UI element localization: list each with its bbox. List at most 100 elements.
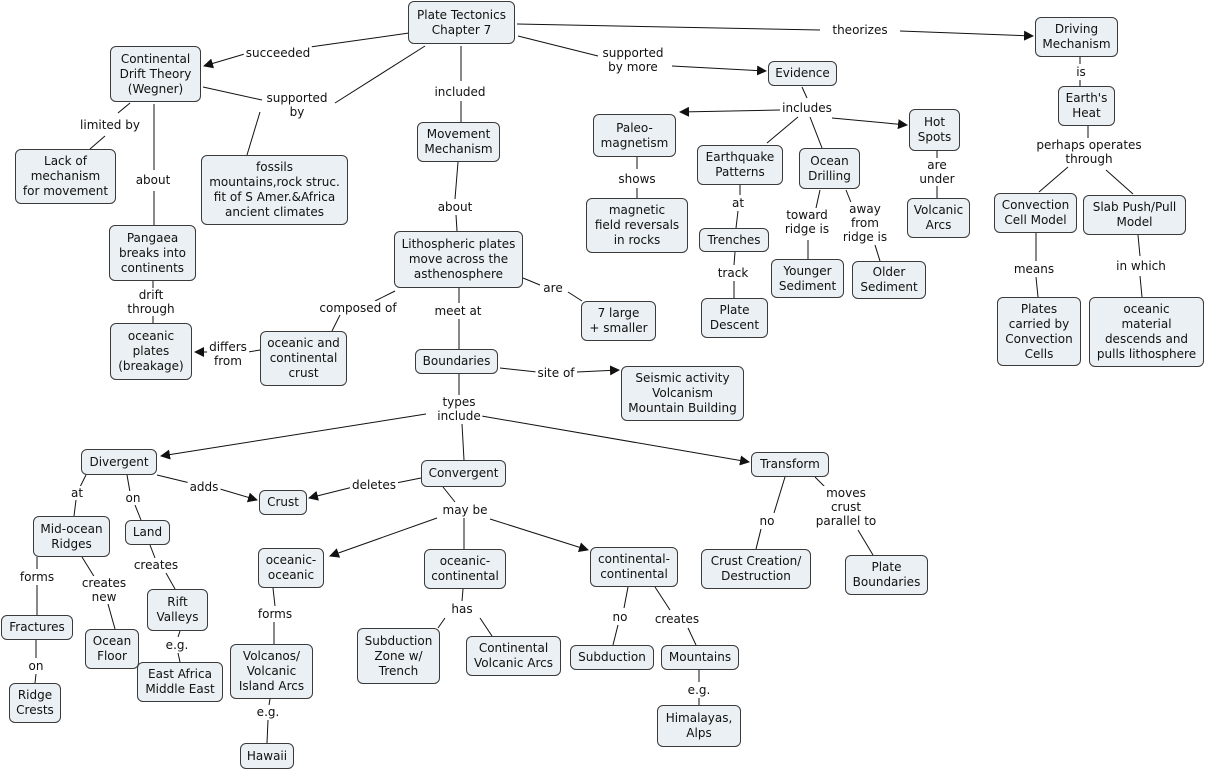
node-magnetic-field[interactable]: magnetic field reversals in rocks — [586, 198, 688, 253]
connector-line — [499, 367, 538, 373]
connector-line — [454, 161, 459, 200]
node-ocean-floor[interactable]: Ocean Floor — [85, 629, 139, 669]
node-ocean-drilling[interactable]: Ocean Drilling — [799, 148, 860, 189]
connector-line — [517, 35, 599, 57]
connector-line — [81, 556, 96, 579]
connector-line — [134, 504, 142, 521]
connector-line — [516, 23, 821, 31]
link-forms-fractures: forms — [17, 570, 57, 584]
node-trenches[interactable]: Trenches — [699, 228, 769, 252]
node-plate-boundaries[interactable]: Plate Boundaries — [845, 555, 928, 595]
node-lithospheric-plates[interactable]: Lithospheric plates move across the asth… — [394, 231, 523, 288]
connector-line — [89, 135, 106, 150]
node-oceanic-continental-crust[interactable]: oceanic and continental crust — [260, 331, 347, 386]
connector-line — [34, 673, 37, 684]
node-volcanic-arcs-hotspot[interactable]: Volcanic Arcs — [907, 198, 970, 238]
node-younger-sediment[interactable]: Younger Sediment — [771, 259, 844, 298]
link-includes: includes — [780, 101, 834, 115]
node-paleomagnetism[interactable]: Paleo- magnetism — [593, 114, 676, 157]
node-transform[interactable]: Transform — [751, 452, 829, 477]
node-mountains[interactable]: Mountains — [661, 645, 739, 670]
node-subduction-zone[interactable]: Subduction Zone w/ Trench — [357, 628, 440, 684]
link-means: means — [1011, 262, 1057, 276]
connector-line — [1038, 166, 1069, 193]
link-supported-by: supported by — [264, 91, 330, 119]
node-crust[interactable]: Crust — [259, 490, 307, 515]
node-seven-large[interactable]: 7 large + smaller — [581, 301, 656, 341]
node-himalayas[interactable]: Himalayas, Alps — [657, 705, 741, 747]
node-rift-valleys[interactable]: Rift Valleys — [147, 589, 208, 631]
connector-line — [107, 603, 116, 630]
link-deletes: deletes — [349, 478, 399, 492]
node-earthquake-patterns[interactable]: Earthquake Patterns — [697, 145, 783, 185]
connector-line — [73, 499, 77, 517]
node-pangaea[interactable]: Pangaea breaks into continents — [109, 225, 196, 281]
node-boundaries[interactable]: Boundaries — [415, 349, 498, 374]
link-on-land: on — [123, 491, 143, 505]
link-meet-at: meet at — [432, 304, 484, 318]
connector-line — [219, 488, 258, 503]
node-slab-push-pull[interactable]: Slab Push/Pull Model — [1083, 195, 1186, 235]
node-mid-ocean-ridges[interactable]: Mid-ocean Ridges — [33, 516, 110, 557]
node-seismic-activity[interactable]: Seismic activity Volcanism Mountain Buil… — [621, 366, 744, 421]
connector-line — [671, 65, 767, 76]
node-land[interactable]: Land — [125, 520, 170, 545]
node-convection-cell[interactable]: Convection Cell Model — [994, 193, 1077, 233]
connector-line — [857, 529, 874, 556]
link-types-include: types include — [435, 395, 483, 423]
node-oceanic-plates[interactable]: oceanic plates (breakage) — [110, 323, 192, 380]
connector-line — [329, 517, 438, 558]
node-divergent[interactable]: Divergent — [81, 449, 157, 475]
connector-line — [576, 365, 620, 376]
connector-line — [202, 86, 263, 101]
node-crust-creation[interactable]: Crust Creation/ Destruction — [701, 549, 811, 589]
node-oceanic-oceanic[interactable]: oceanic- oceanic — [258, 548, 324, 588]
node-earths-heat[interactable]: Earth's Heat — [1058, 86, 1115, 126]
node-hot-spots[interactable]: Hot Spots — [909, 109, 960, 151]
link-is: is — [1074, 65, 1088, 79]
connector-line — [177, 652, 181, 663]
link-eg-rift: e.g. — [163, 638, 191, 652]
node-continental-volcanic-arcs[interactable]: Continental Volcanic Arcs — [466, 636, 561, 676]
node-lack-of-mechanism[interactable]: Lack of mechanism for movement — [15, 149, 116, 204]
node-oceanic-material[interactable]: oceanic material descends and pulls lith… — [1089, 297, 1204, 367]
node-older-sediment[interactable]: Older Sediment — [852, 261, 926, 299]
node-plate-descent[interactable]: Plate Descent — [701, 298, 768, 338]
connector-line — [831, 117, 908, 130]
connector-line — [247, 349, 261, 353]
connector-line — [623, 586, 629, 609]
link-track: track — [715, 266, 751, 280]
connector-line — [272, 587, 276, 607]
node-plate-tectonics[interactable]: Plate Tectonics Chapter 7 — [408, 1, 515, 44]
node-east-africa[interactable]: East Africa Middle East — [137, 662, 223, 702]
connector-line — [773, 476, 786, 514]
node-volcanos-island-arcs[interactable]: Volcanos/ Volcanic Island Arcs — [230, 644, 313, 699]
link-at-trenches: at — [729, 196, 747, 210]
link-toward-ridge: toward ridge is — [782, 208, 832, 236]
connector-line — [654, 586, 671, 611]
node-movement-mechanism[interactable]: Movement Mechanism — [417, 122, 500, 162]
node-convergent[interactable]: Convergent — [421, 460, 506, 487]
node-continental-continental[interactable]: continental- continental — [590, 547, 678, 587]
link-limited-by: limited by — [78, 118, 142, 132]
link-forms-volcanos: forms — [255, 607, 295, 621]
node-fractures[interactable]: Fractures — [1, 615, 73, 640]
node-evidence[interactable]: Evidence — [768, 61, 837, 86]
connector-line — [160, 413, 427, 460]
node-plates-carried[interactable]: Plates carried by Convection Cells — [997, 297, 1081, 366]
connector-line — [461, 423, 465, 461]
node-oceanic-continental[interactable]: oceanic- continental — [424, 549, 506, 589]
node-ridge-crests[interactable]: Ridge Crests — [9, 683, 61, 723]
link-creates-rift: creates — [131, 558, 181, 572]
node-fossils[interactable]: fossils mountains,rock struc. fit of S A… — [201, 155, 348, 225]
node-continental-drift[interactable]: Continental Drift Theory (Wegner) — [110, 46, 201, 102]
connector-line — [766, 116, 799, 144]
node-hawaii[interactable]: Hawaii — [240, 743, 294, 769]
node-subduction[interactable]: Subduction — [570, 645, 654, 670]
connector-line — [395, 477, 422, 484]
node-driving-mechanism[interactable]: Driving Mechanism — [1035, 17, 1118, 57]
link-shows: shows — [616, 172, 658, 186]
link-composed-of: composed of — [317, 301, 399, 315]
connector-line — [334, 45, 426, 104]
